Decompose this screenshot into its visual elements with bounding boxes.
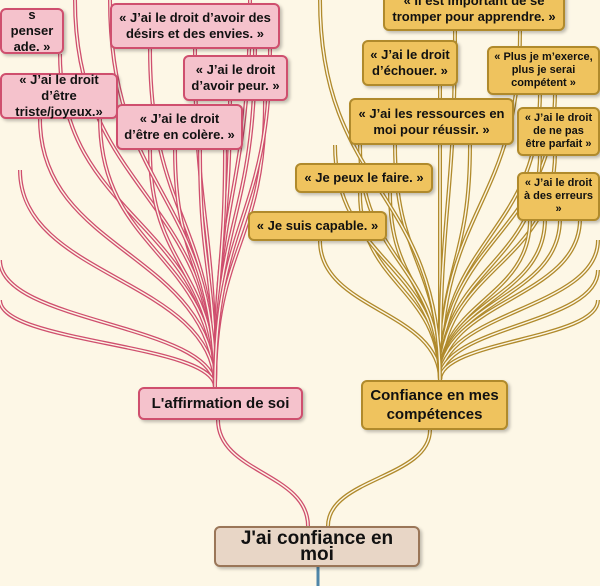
link-affirmation-child bbox=[0, 299, 216, 388]
link-competences-child bbox=[439, 269, 599, 381]
node-colere[interactable]: « J’ai le droit d’être en colère. » bbox=[116, 104, 243, 150]
node-peux-faire[interactable]: « Je peux le faire. » bbox=[295, 163, 433, 193]
node-erreurs[interactable]: « J’ai le droit à des erreurs » bbox=[517, 172, 600, 221]
branch-affirmation-de-soi[interactable]: L'affirmation de soi bbox=[138, 387, 303, 420]
root-node[interactable]: J'ai confiance en moi bbox=[214, 526, 420, 567]
link-competences-child bbox=[439, 239, 599, 381]
link-competences-child bbox=[319, 240, 441, 381]
node-se-tromper[interactable]: « Il est important de se tromper pour ap… bbox=[383, 0, 565, 31]
node-penser[interactable]: s penser ade. » bbox=[0, 7, 64, 54]
node-desirs-envies[interactable]: « J’ai le droit d’avoir des désirs et de… bbox=[110, 3, 280, 49]
node-echouer[interactable]: « J’ai le droit d’échouer. » bbox=[362, 40, 458, 86]
node-pas-parfait[interactable]: « J’ai le droit de ne pas être parfait » bbox=[517, 107, 600, 156]
link-competences-child bbox=[439, 218, 581, 381]
link-competences-child bbox=[439, 299, 599, 381]
link-affirmation-child bbox=[109, 0, 216, 388]
link-affirmation-child bbox=[214, 48, 271, 388]
node-ressources[interactable]: « J’ai les ressources en moi pour réussi… bbox=[349, 98, 514, 145]
link-root-competences bbox=[327, 429, 431, 527]
link-competences-child bbox=[439, 30, 456, 381]
link-affirmation-child bbox=[19, 169, 216, 388]
link-root-affirmation bbox=[217, 419, 309, 527]
branch-confiance-competences[interactable]: Confiance en mes compétences bbox=[361, 380, 508, 430]
node-capable[interactable]: « Je suis capable. » bbox=[248, 211, 387, 241]
node-avoir-peur[interactable]: « J’ai le droit d’avoir peur. » bbox=[183, 55, 288, 101]
node-exercer[interactable]: « Plus je m’exerce, plus je serai compét… bbox=[487, 46, 600, 95]
link-affirmation-child bbox=[0, 259, 216, 388]
link-affirmation-child bbox=[39, 118, 216, 388]
node-triste-joyeux[interactable]: « J’ai le droit d’être triste/joyeux.» bbox=[0, 72, 118, 119]
